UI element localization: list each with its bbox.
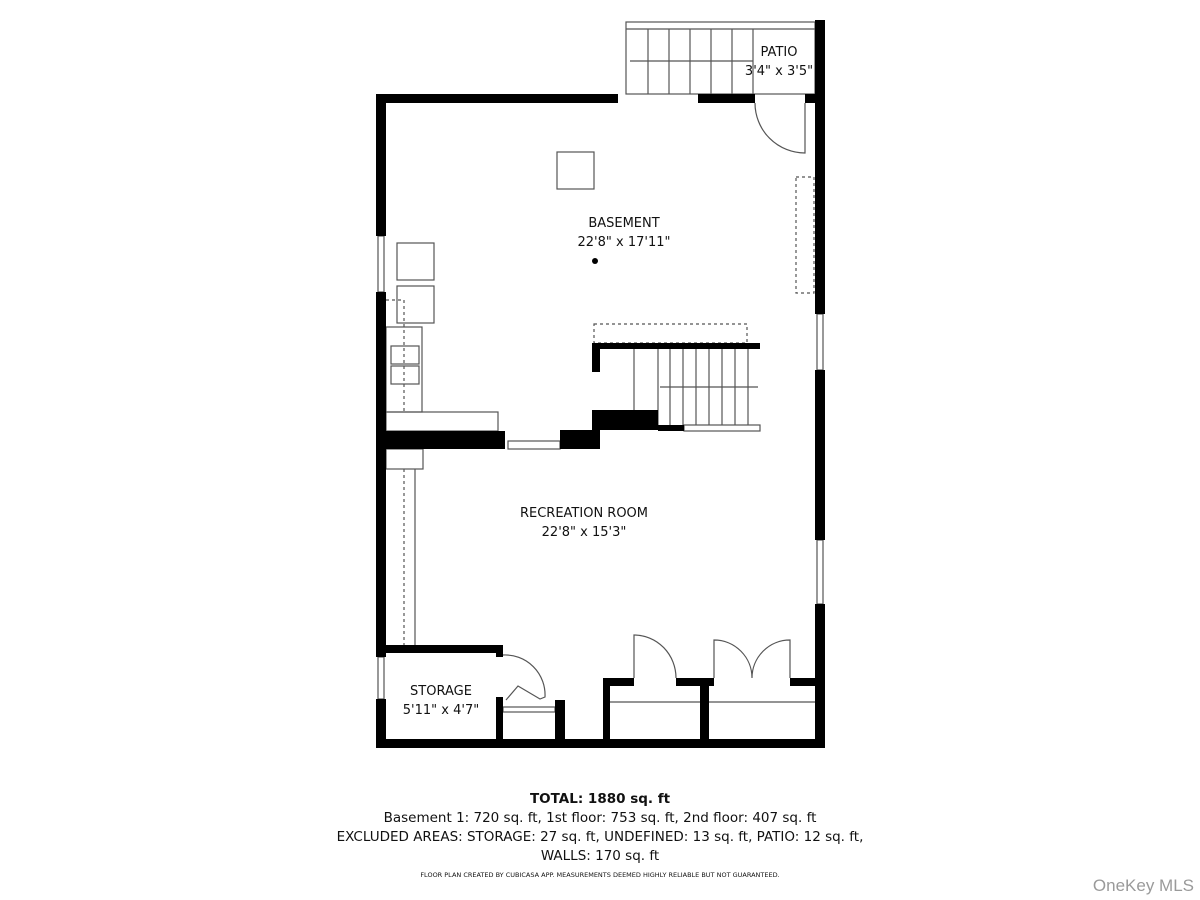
window xyxy=(816,539,824,605)
room-dimensions: 22'8" x 17'11" xyxy=(577,235,671,250)
window xyxy=(816,313,824,371)
double-door-swing xyxy=(713,639,791,679)
square-fixture xyxy=(556,151,595,190)
dashed-area xyxy=(795,176,815,294)
excluded-areas: EXCLUDED AREAS: STORAGE: 27 sq. ft, UNDE… xyxy=(336,829,864,845)
room-label-patio: PATIO 3'4" x 3'5" xyxy=(745,43,813,81)
sink-basin xyxy=(390,345,420,365)
window xyxy=(377,235,385,293)
sink-basin xyxy=(390,365,420,385)
walls-area: WALLS: 170 sq. ft xyxy=(540,848,660,864)
floor-areas: Basement 1: 720 sq. ft, 1st floor: 753 s… xyxy=(383,810,817,826)
fixtures xyxy=(377,21,824,713)
disclaimer: FLOOR PLAN CREATED BY CUBICASA APP. MEAS… xyxy=(420,871,780,879)
area-summary: TOTAL: 1880 sq. ft Basement 1: 720 sq. f… xyxy=(337,790,864,866)
countertop xyxy=(385,411,499,432)
room-dimensions: 3'4" x 3'5" xyxy=(744,64,814,79)
walls xyxy=(376,20,825,748)
closet-door-swing xyxy=(502,654,546,701)
room-label-storage: STORAGE 5'11" x 4'7" xyxy=(403,682,479,720)
washer xyxy=(396,242,435,281)
room-name: STORAGE xyxy=(410,684,472,699)
total-area: TOTAL: 1880 sq. ft xyxy=(529,791,671,807)
sliding-door xyxy=(507,440,561,450)
window xyxy=(377,656,385,700)
stair-treads xyxy=(657,349,761,432)
room-dimensions: 5'11" x 4'7" xyxy=(402,703,480,718)
door-swing xyxy=(633,634,677,679)
room-label-basement: BASEMENT 22'8" x 17'11" xyxy=(578,214,671,252)
room-label-recreation: RECREATION ROOM 22'8" x 15'3" xyxy=(520,504,648,542)
room-dimensions: 22'8" x 15'3" xyxy=(541,525,627,540)
room-name: PATIO xyxy=(760,45,798,60)
room-name: RECREATION ROOM xyxy=(519,506,649,521)
watermark: OneKey MLS xyxy=(1092,876,1194,895)
patio-door-swing xyxy=(754,102,806,154)
dryer xyxy=(396,285,435,324)
room-name: BASEMENT xyxy=(588,216,660,231)
